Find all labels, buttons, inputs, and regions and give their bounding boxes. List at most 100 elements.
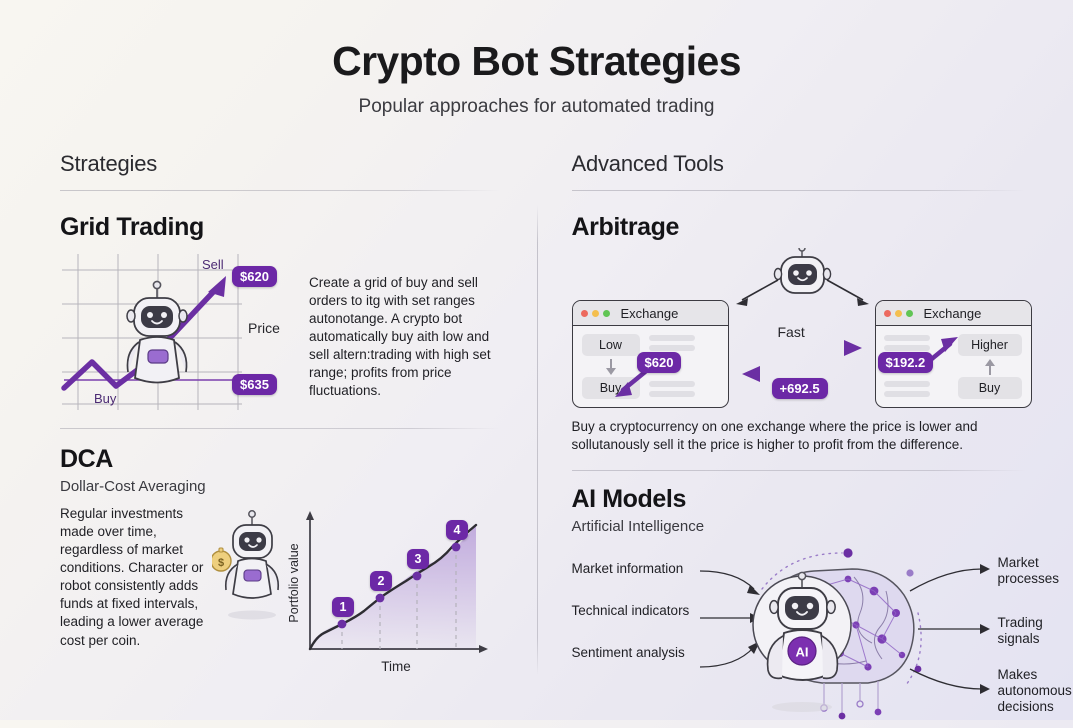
left-heading-rule [60, 190, 499, 191]
left-section-divider [60, 428, 499, 429]
right-exchange-window[interactable]: Exchange Higher Buy [875, 300, 1032, 408]
grid-trading-title: Grid Trading [60, 213, 499, 242]
dca-robot-icon: $ [212, 503, 284, 623]
ai-output-line: Makes [998, 667, 1072, 683]
ai-output-makes-autonomous-decisions: Makes autonomous decisions [998, 667, 1072, 716]
ai-models-title: AI Models [572, 485, 1026, 514]
minimize-dot-icon[interactable] [895, 310, 902, 317]
right-column: Advanced Tools Arbitrage [537, 151, 1073, 728]
arbitrage-robot-icon [774, 248, 830, 293]
profit-badge: +692.5 [772, 378, 828, 399]
dca-chart: Portfolio value Time 1 2 3 4 [284, 503, 499, 678]
ai-diagram-svg: AI [696, 543, 1026, 728]
left-exchange-window[interactable]: Exchange Low Buy [572, 300, 729, 408]
close-dot-icon[interactable] [884, 310, 891, 317]
right-exchange-badge: $192.2 [878, 352, 934, 373]
left-exchange-title: Exchange [621, 306, 679, 321]
ai-output-line: decisions [998, 699, 1072, 715]
right-heading-rule [572, 190, 1026, 191]
left-exchange-skeleton-row [649, 335, 695, 341]
left-exchange-body: Low Buy $620 [573, 326, 728, 407]
dca-block: DCA Dollar-Cost Averaging Regular invest… [60, 445, 499, 678]
ai-figure: AI Market [704, 543, 1026, 728]
ai-output-line: autonomous [998, 683, 1072, 699]
page-title: Crypto Bot Strategies [0, 38, 1073, 85]
ai-robot-icon: AI [753, 572, 851, 712]
grid-trading-block: Grid Trading [60, 213, 499, 429]
price-axis-label: Price [248, 320, 280, 338]
left-exchange-skeleton-row [649, 391, 695, 397]
sell-price-badge: $620 [232, 266, 277, 287]
grid-trading-row: Sell $620 $635 Buy Price [60, 252, 499, 412]
ai-input-sentiment-analysis: Sentiment analysis [572, 645, 704, 660]
left-exchange-titlebar: Exchange [573, 301, 728, 326]
buy-price-badge: $635 [232, 374, 277, 395]
ai-inputs: Market information Technical indicators … [572, 543, 704, 728]
ai-output-market-processes: Market processes [998, 555, 1060, 587]
dca-row: Regular investments made over time, rega… [60, 503, 499, 678]
up-arrow-icon [983, 358, 997, 376]
grid-trading-chart: Sell $620 $635 Buy Price [60, 252, 295, 412]
arbitrage-title: Arbitrage [572, 213, 1026, 242]
dca-point-badge-3: 3 [407, 549, 430, 569]
left-column: Strategies Grid Trading [0, 151, 537, 728]
ai-badge-text: AI [795, 644, 808, 659]
svg-text:$: $ [217, 557, 223, 569]
left-exchange-skeleton-row [649, 345, 695, 351]
dca-xlabel: Time [381, 659, 411, 674]
dca-area-fill [310, 525, 476, 649]
dca-point-badge-4: 4 [446, 520, 469, 540]
ai-models-block: AI Models Artificial Intelligence Market… [572, 485, 1026, 728]
maximize-dot-icon[interactable] [906, 310, 913, 317]
buy-label: Buy [94, 390, 116, 408]
ai-output-line: processes [998, 571, 1060, 587]
ai-circuit-nodes [820, 701, 881, 719]
left-exchange-price-pill[interactable]: Low [582, 334, 640, 356]
right-exchange-body: Higher Buy $ [876, 326, 1031, 407]
ai-input-technical-indicators: Technical indicators [572, 603, 704, 618]
ai-models-subtitle: Artificial Intelligence [572, 518, 1026, 535]
minimize-dot-icon[interactable] [592, 310, 599, 317]
transfer-arrow-right [738, 340, 862, 356]
dca-subtitle: Dollar-Cost Averaging [60, 478, 499, 495]
ai-output-arrows [910, 564, 990, 694]
right-exchange-skeleton-row [884, 391, 930, 397]
left-exchange-skeleton-row [649, 381, 695, 387]
ai-output-trading-signals: Trading signals [998, 615, 1043, 647]
ai-input-arrows [700, 571, 760, 667]
arbitrage-figure: Fast +692.5 Exchange Low Buy [572, 248, 1032, 408]
x-axis-arrow [479, 645, 488, 653]
ai-circuit-lines [824, 681, 878, 713]
right-exchange-action-pill[interactable]: Buy [958, 377, 1022, 399]
left-exchange-badge: $620 [637, 352, 682, 373]
y-axis-arrow [306, 511, 314, 520]
grid-trading-description-wrap: Create a grid of buy and sell orders to … [309, 252, 494, 412]
ai-models-row: Market information Technical indicators … [572, 543, 1026, 728]
arbitrage-block: Arbitrage [572, 213, 1026, 471]
right-column-heading: Advanced Tools [572, 151, 1026, 177]
page-header: Crypto Bot Strategies Popular approaches… [0, 0, 1073, 118]
ai-output-line: Trading [998, 615, 1043, 631]
sell-label: Sell [202, 256, 224, 274]
dca-robot: $ [212, 503, 284, 678]
dca-point-badge-2: 2 [370, 571, 393, 591]
content-columns: Strategies Grid Trading [0, 151, 1073, 728]
dca-description: Regular investments made over time, rega… [60, 503, 212, 678]
close-dot-icon[interactable] [581, 310, 588, 317]
ai-input-market-information: Market information [572, 561, 704, 576]
dca-title: DCA [60, 445, 499, 474]
transfer-label: Fast [778, 324, 805, 342]
right-exchange-titlebar: Exchange [876, 301, 1031, 326]
dca-point-badge-1: 1 [332, 597, 355, 617]
dca-ylabel: Portfolio value [287, 543, 301, 622]
arbitrage-description: Buy a cryptocurrency on one exchange whe… [572, 418, 1026, 454]
coin-icon: $ [212, 548, 231, 571]
right-exchange-skeleton-row [884, 381, 930, 387]
maximize-dot-icon[interactable] [603, 310, 610, 317]
ai-output-line: Market [998, 555, 1060, 571]
ai-output-line: signals [998, 631, 1043, 647]
right-section-divider [572, 470, 1026, 471]
left-column-heading: Strategies [60, 151, 499, 177]
right-exchange-price-pill[interactable]: Higher [958, 334, 1022, 356]
grid-trading-description: Create a grid of buy and sell orders to … [309, 274, 494, 400]
